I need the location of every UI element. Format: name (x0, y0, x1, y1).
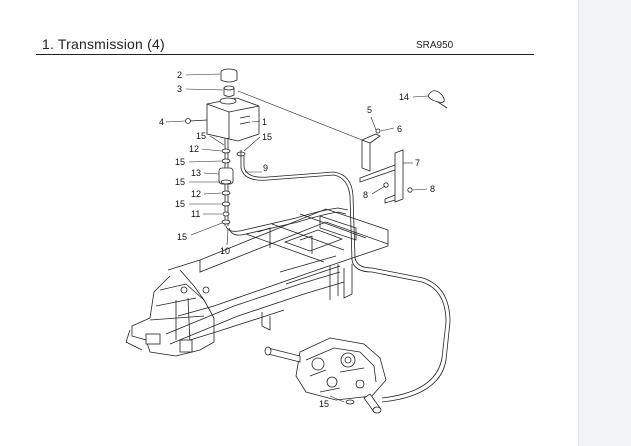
suction-hose (225, 207, 349, 236)
callout-label: 5 (367, 105, 372, 115)
side-panel (578, 0, 631, 446)
tank-guide-line (237, 90, 363, 141)
callout-label: 13 (191, 168, 201, 178)
reservoir-cap (220, 68, 238, 83)
callout-label: 7 (415, 158, 420, 168)
callout-label: 15 (175, 157, 185, 167)
reservoir-tank (206, 97, 260, 142)
callout-label: 14 (399, 92, 409, 102)
callout-label: 1 (262, 117, 267, 127)
callout-label: 15 (319, 399, 329, 409)
callout-label: 15 (175, 199, 185, 209)
inline-fittings (218, 138, 234, 226)
callout-label: 8 (363, 190, 368, 200)
parts-diagram: 2 3 1 4 15 15 12 15 13 15 12 15 11 15 10… (125, 68, 451, 414)
bracket-lower (359, 149, 404, 204)
callout-label: 12 (189, 144, 199, 154)
callout-label: 15 (262, 132, 272, 142)
callout-label: 8 (430, 184, 435, 194)
parts-page: 1. Transmission (4) SRA950 (36, 36, 534, 414)
callout-label: 15 (175, 177, 185, 187)
callout-leaders (165, 73, 429, 403)
return-hose (240, 156, 451, 403)
header-divider (36, 54, 534, 55)
callout-label: 9 (263, 163, 268, 173)
callout-label: 3 (177, 84, 182, 94)
callout-label: 12 (191, 189, 201, 199)
tank-bolt (185, 118, 208, 124)
model-code: SRA950 (416, 40, 454, 51)
callout-label: 2 (177, 70, 182, 80)
callout-labels: 2 3 1 4 15 15 12 15 13 15 12 15 11 15 10… (159, 70, 435, 409)
page-title: 1. Transmission (4) (42, 36, 165, 52)
callout-label: 15 (196, 131, 206, 141)
callout-label: 4 (159, 117, 164, 127)
callout-label: 15 (177, 232, 187, 242)
cap-adapter (223, 85, 235, 97)
transmission-unit (264, 337, 387, 414)
callout-label: 6 (397, 124, 402, 134)
callout-label: 11 (191, 209, 200, 219)
bracket-upper (361, 128, 381, 172)
chassis-frame (125, 208, 389, 357)
callout-label: 10 (220, 246, 230, 256)
hose-clamp (236, 150, 246, 157)
cable-tie (427, 90, 448, 109)
